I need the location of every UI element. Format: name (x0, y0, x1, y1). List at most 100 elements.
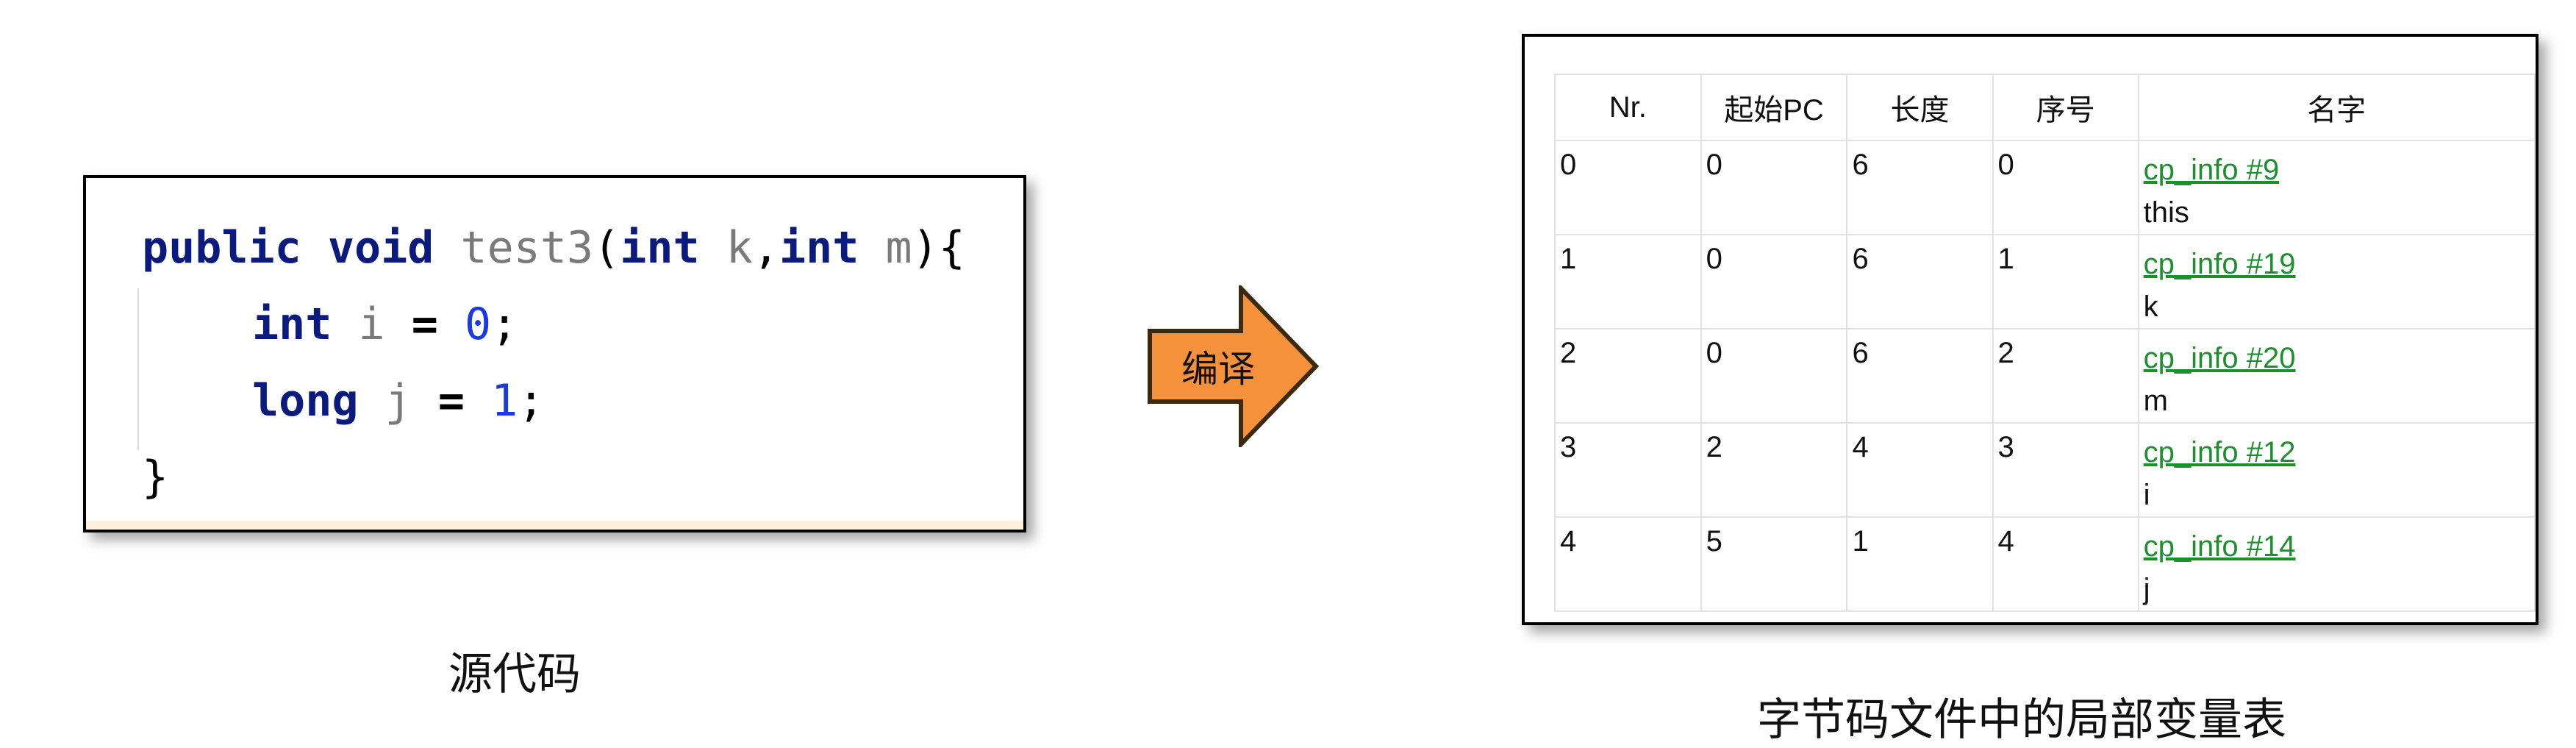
nr-value: 0 (1560, 149, 1577, 181)
source-code-panel: public void test3(int k,int m){ int i = … (83, 175, 1026, 532)
punctuation-token (438, 299, 465, 350)
identifier-token: test3 (460, 222, 594, 274)
code-line-3: long j = 1; (252, 375, 544, 427)
nr-value: 2 (1560, 337, 1577, 369)
local-variable-table-panel: Nr. 起始PC 长度 序号 名字 0 0 6 0 cp_info #9 thi… (1522, 34, 2539, 625)
variable-name: this (2143, 196, 2189, 229)
punctuation-token: ( (593, 222, 620, 274)
cell-nr: 4 (1554, 517, 1702, 612)
column-header-start-pc[interactable]: 起始PC (1700, 74, 1848, 141)
index-value: 0 (1997, 149, 2014, 181)
cell-name: cp_info #12 i (2138, 423, 2536, 518)
code-line-1: public void test3(int k,int m){ (142, 222, 965, 274)
cell-start-pc: 0 (1700, 235, 1848, 330)
table-header-row: Nr. 起始PC 长度 序号 名字 (1554, 74, 2536, 141)
cell-name: cp_info #19 k (2138, 235, 2536, 330)
start-pc-value: 5 (1706, 525, 1722, 558)
indent-guide (137, 288, 139, 450)
punctuation-token (385, 299, 412, 350)
local-variable-table: Nr. 起始PC 长度 序号 名字 0 0 6 0 cp_info #9 thi… (1554, 74, 2536, 612)
variable-name: i (2143, 479, 2150, 511)
keyword-token: long (252, 375, 359, 427)
cell-name: cp_info #20 m (2138, 329, 2536, 424)
cell-start-pc: 2 (1700, 423, 1848, 518)
panel-bottom-strip (86, 521, 1023, 530)
length-value: 1 (1852, 525, 1869, 558)
nr-value: 3 (1560, 431, 1577, 463)
start-pc-value: 0 (1706, 149, 1722, 181)
cell-start-pc: 0 (1700, 329, 1848, 424)
number-token: 0 (465, 299, 492, 350)
column-header-index[interactable]: 序号 (1992, 74, 2139, 141)
nr-value: 1 (1560, 243, 1577, 275)
index-value: 2 (1997, 337, 2014, 369)
index-value: 3 (1997, 431, 2014, 463)
column-header-length[interactable]: 长度 (1847, 74, 1994, 141)
cp-info-link[interactable]: cp_info #12 (2143, 436, 2296, 469)
length-value: 4 (1852, 431, 1869, 463)
punctuation-token: } (142, 452, 169, 503)
cell-nr: 0 (1554, 140, 1702, 235)
cp-info-link[interactable]: cp_info #14 (2143, 530, 2296, 563)
punctuation-token (332, 299, 358, 350)
length-value: 6 (1852, 243, 1869, 275)
table-row: 4 5 1 4 cp_info #14 j (1554, 517, 2536, 612)
operator-token: = (437, 375, 465, 427)
compile-arrow-icon (1148, 285, 1320, 447)
punctuation-token (700, 222, 726, 274)
index-value: 1 (1997, 243, 2014, 275)
column-header-nr[interactable]: Nr. (1554, 74, 1702, 141)
cell-index: 2 (1992, 329, 2139, 424)
operator-token: = (411, 299, 438, 350)
punctuation-token (412, 375, 438, 427)
variable-name: k (2143, 291, 2158, 323)
keyword-token: int (252, 299, 332, 350)
start-pc-value: 2 (1706, 431, 1722, 463)
keyword-token: void (327, 222, 434, 274)
variable-name: m (2143, 385, 2168, 417)
local-variable-table-caption: 字节码文件中的局部变量表 (1757, 695, 2286, 744)
identifier-token: i (358, 299, 385, 350)
cell-nr: 2 (1554, 329, 1702, 424)
cp-info-link[interactable]: cp_info #9 (2143, 154, 2280, 186)
table-row: 1 0 6 1 cp_info #19 k (1554, 235, 2536, 330)
punctuation-token: ; (491, 299, 518, 350)
cell-name: cp_info #14 j (2138, 517, 2536, 612)
cp-info-link[interactable]: cp_info #20 (2143, 342, 2296, 374)
source-code-caption: 源代码 (448, 649, 581, 699)
start-pc-value: 0 (1706, 337, 1722, 369)
length-value: 6 (1852, 149, 1869, 181)
keyword-token: int (779, 222, 859, 274)
punctuation-token: ){ (912, 222, 965, 274)
punctuation-token (359, 375, 385, 427)
start-pc-value: 0 (1706, 243, 1722, 275)
punctuation-token (859, 222, 885, 274)
cell-index: 1 (1992, 235, 2139, 330)
cell-nr: 3 (1554, 423, 1702, 518)
keyword-token: public (142, 222, 301, 274)
index-value: 4 (1997, 525, 2014, 558)
cell-index: 3 (1992, 423, 2139, 518)
identifier-token: k (726, 222, 753, 274)
nr-value: 4 (1560, 525, 1577, 558)
column-header-name[interactable]: 名字 (2138, 74, 2536, 141)
punctuation-token: , (752, 222, 779, 274)
punctuation-token (434, 222, 460, 274)
cell-length: 6 (1847, 140, 1994, 235)
variable-name: j (2143, 573, 2150, 605)
cell-length: 6 (1847, 329, 1994, 424)
cell-length: 1 (1847, 517, 1994, 612)
cell-nr: 1 (1554, 235, 1702, 330)
cell-index: 4 (1992, 517, 2139, 612)
cell-length: 4 (1847, 423, 1994, 518)
keyword-token: int (620, 222, 700, 274)
cp-info-link[interactable]: cp_info #19 (2143, 248, 2296, 280)
table-row: 0 0 6 0 cp_info #9 this (1554, 140, 2536, 235)
table-row: 2 0 6 2 cp_info #20 m (1554, 329, 2536, 424)
table-row: 3 2 4 3 cp_info #12 i (1554, 423, 2536, 518)
cell-index: 0 (1992, 140, 2139, 235)
length-value: 6 (1852, 337, 1869, 369)
number-token: 1 (491, 375, 518, 427)
code-line-4: } (142, 452, 168, 503)
cell-start-pc: 0 (1700, 140, 1848, 235)
